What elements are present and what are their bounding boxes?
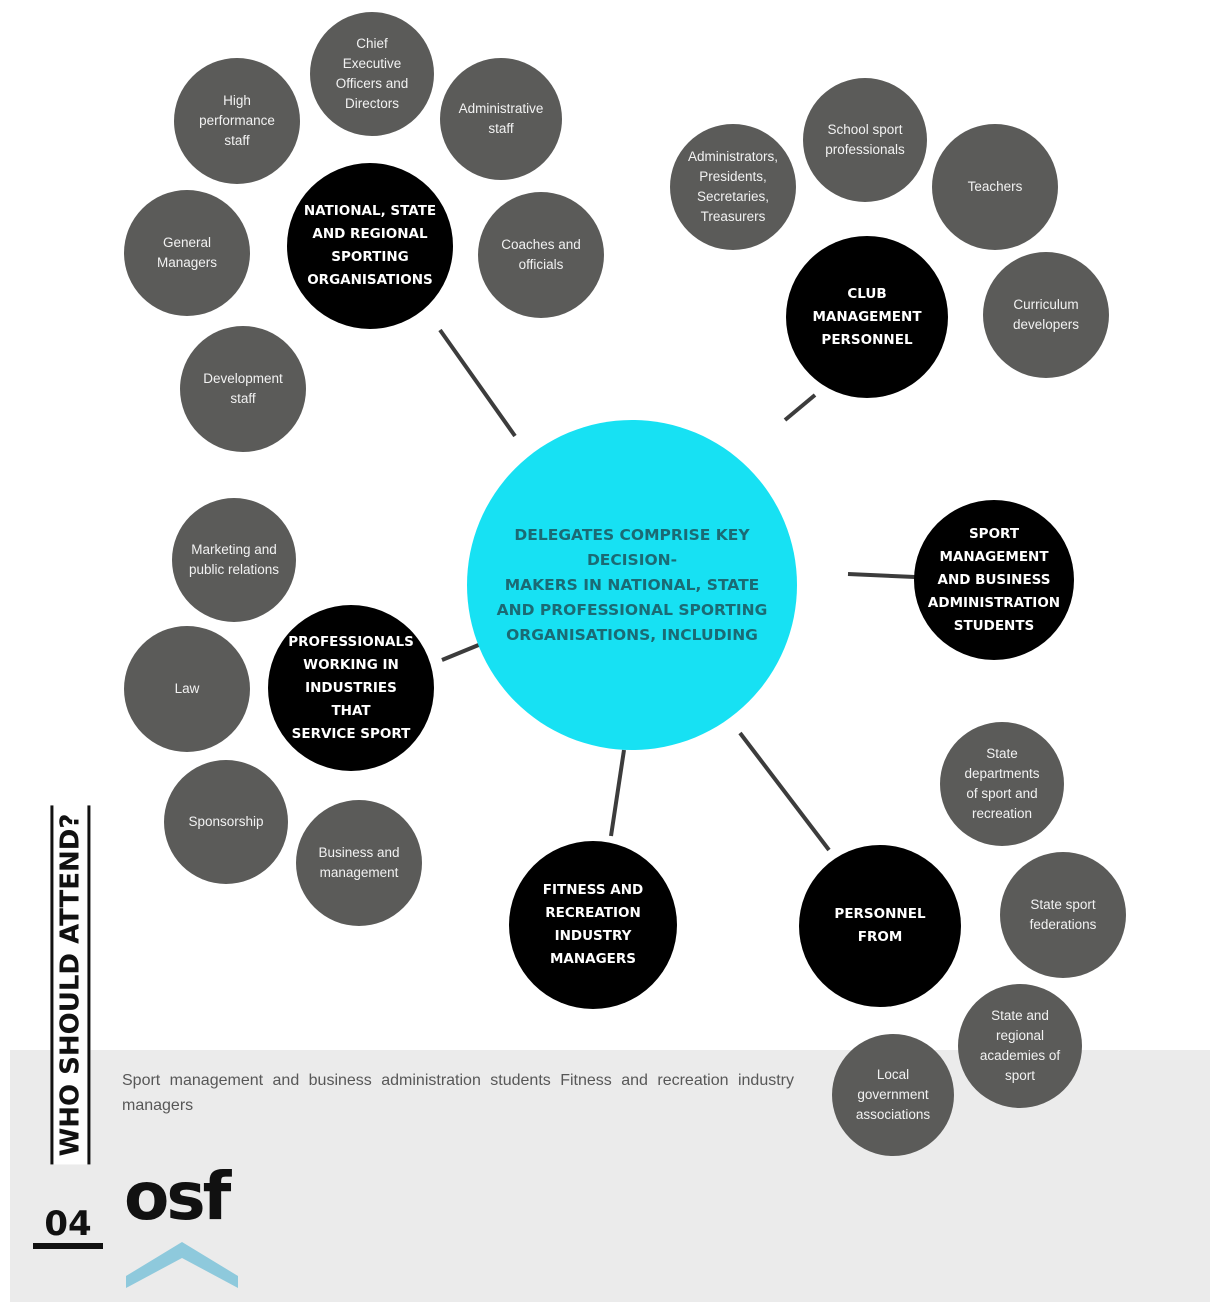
leaf-business: Business and management <box>296 800 422 926</box>
leaf-marketing: Marketing and public relations <box>172 498 296 622</box>
connector-professionals <box>441 642 482 662</box>
leaf-administrators: Administrators, Presidents, Secretaries,… <box>670 124 796 250</box>
connector-fitness <box>609 749 626 837</box>
center-circle: DELEGATES COMPRISE KEY DECISION- MAKERS … <box>467 420 797 750</box>
footer-text: Sport management and business administra… <box>122 1072 794 1114</box>
connector-national <box>438 328 517 438</box>
hub-sport-management-students: SPORT MANAGEMENT AND BUSINESS ADMINISTRA… <box>914 500 1074 660</box>
side-title: WHO SHOULD ATTEND? <box>41 805 99 1165</box>
hub-national-state-regional: NATIONAL, STATE AND REGIONAL SPORTING OR… <box>287 163 453 329</box>
leaf-general-managers: General Managers <box>124 190 250 316</box>
logo-chevron-icon <box>126 1242 238 1288</box>
hub-fitness-recreation: FITNESS AND RECREATION INDUSTRY MANAGERS <box>509 841 677 1009</box>
page-number: 04 <box>33 1205 103 1249</box>
leaf-state-departments: State departments of sport and recreatio… <box>940 722 1064 846</box>
leaf-administrative: Administrative staff <box>440 58 562 180</box>
leaf-sponsorship: Sponsorship <box>164 760 288 884</box>
connector-club <box>783 393 817 422</box>
hub-club-management: CLUB MANAGEMENT PERSONNEL <box>786 236 948 398</box>
leaf-academies: State and regional academies of sport <box>958 984 1082 1108</box>
leaf-coaches: Coaches and officials <box>478 192 604 318</box>
leaf-high-performance: High performance staff <box>174 58 300 184</box>
leaf-teachers: Teachers <box>932 124 1058 250</box>
hub-personnel-from: PERSONNEL FROM <box>799 845 961 1007</box>
side-title-text: WHO SHOULD ATTEND? <box>50 805 91 1165</box>
connector-personnel <box>738 731 831 852</box>
leaf-curriculum: Curriculum developers <box>983 252 1109 378</box>
leaf-state-federations: State sport federations <box>1000 852 1126 978</box>
leaf-school-sport: School sport professionals <box>803 78 927 202</box>
connector-students <box>847 572 916 579</box>
osf-logo: osf <box>124 1158 231 1235</box>
leaf-ceo: Chief Executive Officers and Directors <box>310 12 434 136</box>
leaf-law: Law <box>124 626 250 752</box>
leaf-local-government: Local government associations <box>832 1034 954 1156</box>
hub-professionals: PROFESSIONALS WORKING IN INDUSTRIES THAT… <box>268 605 434 771</box>
leaf-development: Development staff <box>180 326 306 452</box>
